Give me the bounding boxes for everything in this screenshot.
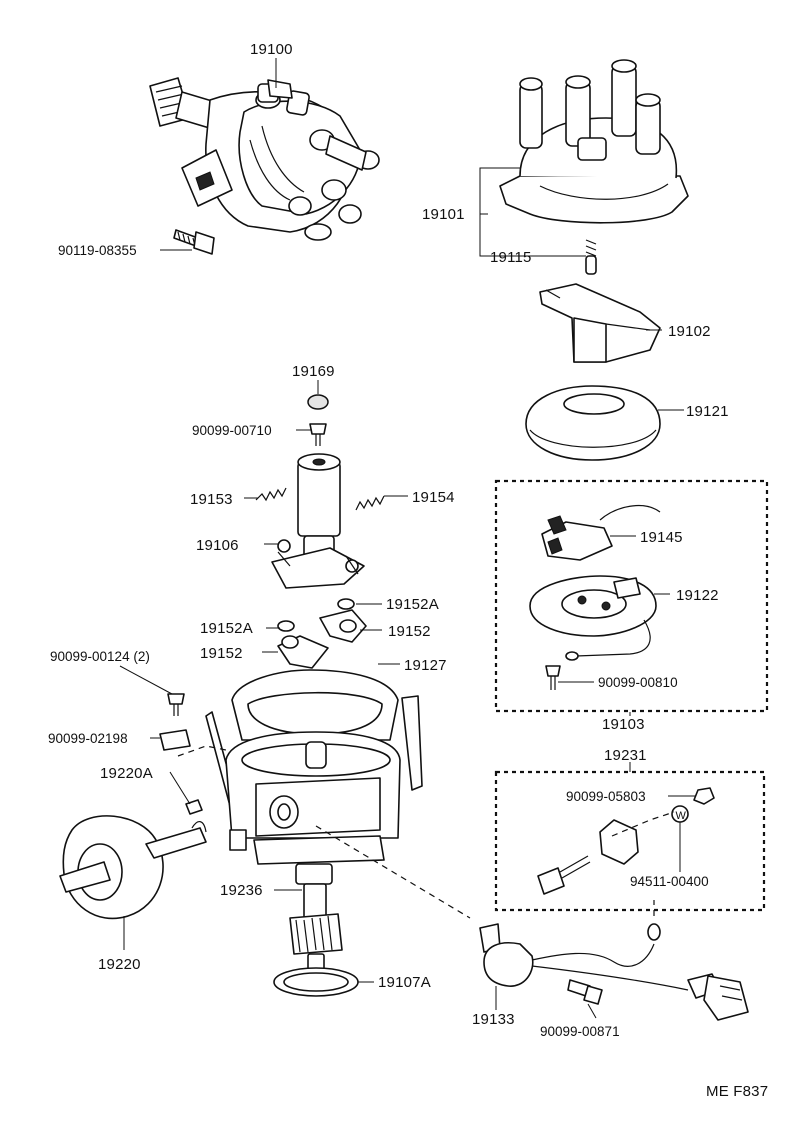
rotor-drawing (539, 283, 661, 363)
label-19107A: 19107A (378, 974, 431, 991)
diagram-code: ME F837 (706, 1083, 768, 1100)
plate-90099-02198-drawing (159, 729, 191, 751)
label-19152-left: 19152 (200, 645, 243, 662)
washer-w-mark: W (676, 810, 687, 822)
label-90099-00871: 90099-00871 (540, 1024, 620, 1039)
label-19122: 19122 (676, 587, 719, 604)
label-19100: 19100 (250, 41, 293, 58)
label-19115: 19115 (490, 249, 532, 266)
distributor-housing-drawing (205, 669, 423, 987)
label-19152A-right: 19152A (386, 596, 439, 613)
leader-dash-bracket (611, 811, 675, 837)
carbon-spring-drawing (585, 239, 597, 275)
spring-19154-drawing (355, 495, 385, 511)
label-19101: 19101 (422, 206, 465, 223)
distributor-cap-drawing (499, 59, 689, 224)
label-19106: 19106 (196, 537, 239, 554)
label-19220A: 19220A (100, 765, 153, 782)
label-90099-00124: 90099-00124 (2) (50, 649, 150, 664)
leader-lines (119, 58, 696, 1019)
label-19133: 19133 (472, 1011, 515, 1028)
washer-94511-00400-drawing: W (671, 805, 689, 823)
screw-90099-00124-drawing (167, 693, 185, 716)
label-19152A-left: 19152A (200, 620, 253, 637)
label-19121: 19121 (686, 403, 729, 420)
spring-19153-drawing (255, 487, 287, 502)
label-19220: 19220 (98, 956, 141, 973)
label-94511-00400: 94511-00400 (630, 874, 709, 889)
vacuum-advancer-drawing (59, 815, 207, 920)
felt-19169-drawing (307, 394, 329, 410)
condenser-bracket-box (494, 770, 766, 912)
label-19152-right: 19152 (388, 623, 431, 640)
governor-weight-left-drawing (277, 620, 329, 669)
label-90099-00710: 90099-00710 (192, 423, 272, 438)
screw-90099-00871-drawing (567, 979, 603, 1005)
nut-90099-05803-drawing (693, 787, 715, 805)
breaker-points-19145-drawing (541, 505, 661, 561)
label-19153: 19153 (190, 491, 233, 508)
label-19236: 19236 (220, 882, 263, 899)
dust-cover-drawing (525, 385, 661, 461)
governor-shaft-drawing (271, 453, 365, 589)
screw-90099-00710-drawing (309, 423, 327, 446)
label-90099-00810: 90099-00810 (598, 675, 678, 690)
label-19154: 19154 (412, 489, 455, 506)
label-19169: 19169 (292, 363, 335, 380)
o-ring-drawing (273, 967, 359, 997)
leader-dash-condenser (315, 825, 655, 919)
label-19231: 19231 (604, 747, 647, 764)
distributor-assembly-drawing (149, 77, 380, 241)
label-90099-02198: 90099-02198 (48, 731, 128, 746)
governor-weight-right-drawing (319, 598, 367, 643)
label-19103: 19103 (602, 716, 645, 733)
condenser-drawing (479, 923, 749, 1021)
label-19127: 19127 (404, 657, 447, 674)
bolt-90119-08355-drawing (173, 229, 215, 255)
bracket-bolt-drawing (537, 855, 591, 895)
screw-90099-00810-drawing (545, 665, 561, 690)
label-19145: 19145 (640, 529, 683, 546)
bracket-block-drawing (599, 819, 639, 865)
label-19102: 19102 (668, 323, 711, 340)
part-labels: 19100 90119-08355 19101 19115 19102 1912… (48, 41, 768, 1100)
breaker-plate-19122-drawing (529, 575, 657, 661)
label-90099-05803: 90099-05803 (566, 789, 646, 804)
label-90119-08355: 90119-08355 (58, 243, 137, 258)
breaker-assembly-box (494, 479, 769, 713)
